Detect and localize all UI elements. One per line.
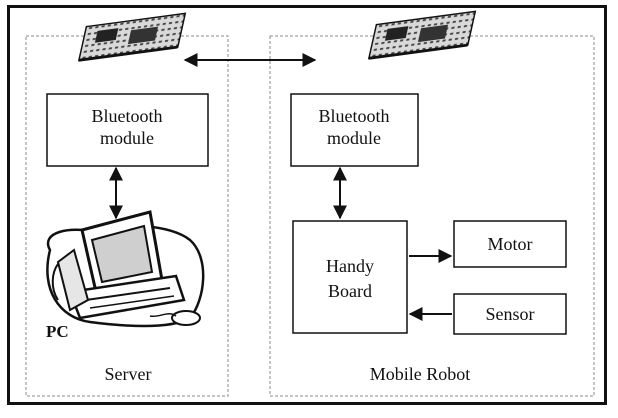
robot-bluetooth-module [290, 93, 419, 167]
server-enclosure [25, 35, 229, 397]
motor-label: Motor [488, 234, 533, 254]
handy-board [292, 220, 408, 334]
handy-board-label-line2: Board [328, 281, 372, 301]
server-module-label-line2: module [100, 128, 154, 148]
handy-board-label-line1: Handy [326, 256, 374, 276]
computer-icon [46, 210, 205, 328]
circuit-board-icon [77, 12, 187, 62]
motor-box [453, 220, 567, 268]
server-module-label-line1: Bluetooth [92, 106, 163, 126]
robot-module-label-line1: Bluetooth [319, 106, 390, 126]
diagram-frame [7, 5, 607, 405]
robot-module-label-line2: module [327, 128, 381, 148]
server-caption: Server [105, 364, 152, 384]
robot-caption: Mobile Robot [370, 364, 471, 384]
pc-label: PC [46, 322, 69, 341]
sensor-label: Sensor [486, 304, 535, 324]
robot-enclosure [269, 35, 595, 397]
server-bluetooth-module [46, 93, 209, 167]
sensor-box [453, 293, 567, 335]
circuit-board-icon [367, 10, 477, 60]
